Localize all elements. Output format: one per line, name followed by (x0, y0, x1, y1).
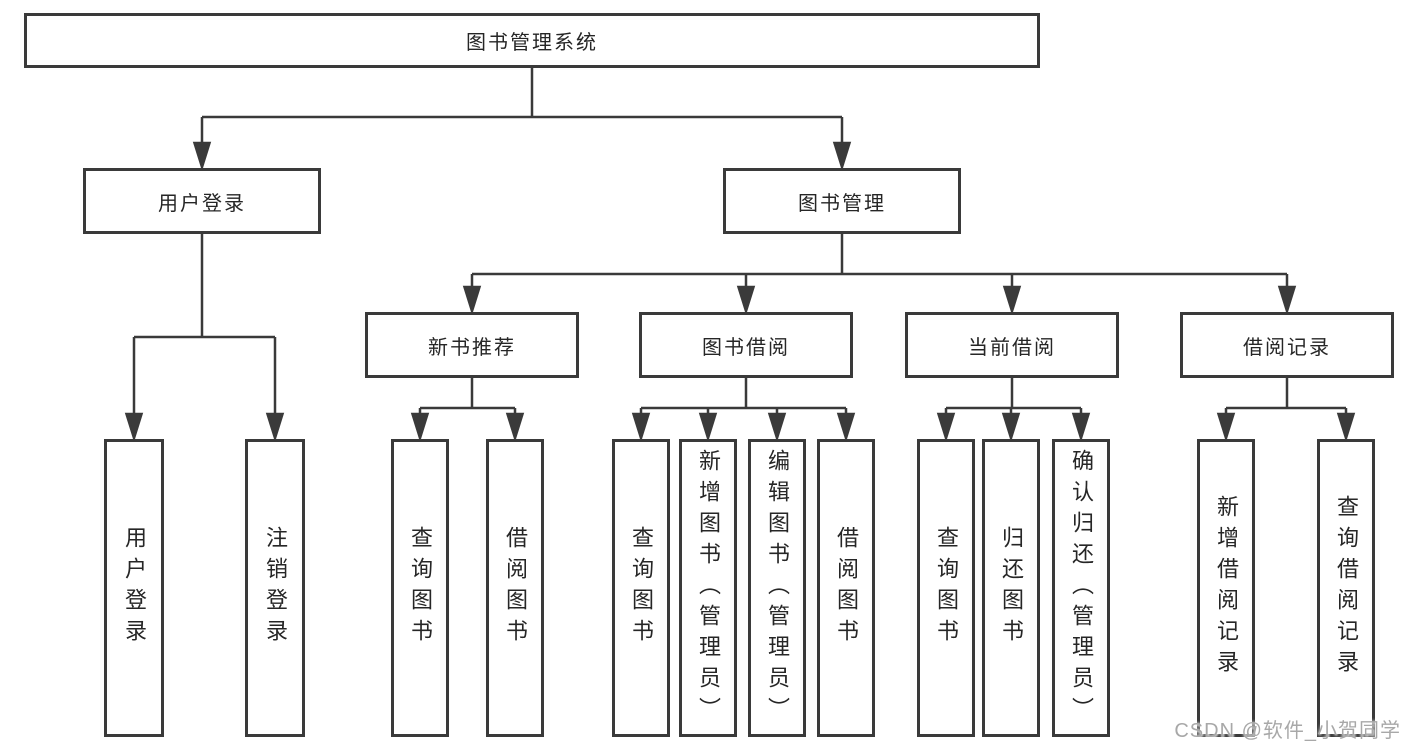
node-leaf-query-books-1-label: 查询图书 (408, 526, 433, 650)
node-leaf-edit-book-admin-label: 编辑图书（管理员） (765, 448, 790, 728)
connector-user-login-to-leaves (124, 234, 285, 443)
node-book-borrow: 图书借阅 (639, 312, 853, 378)
node-leaf-borrow-books-1: 借阅图书 (486, 439, 544, 737)
node-leaf-query-books-1: 查询图书 (391, 439, 449, 737)
node-leaf-query-books-2-label: 查询图书 (629, 526, 654, 650)
node-new-book-recommendation-label: 新书推荐 (428, 336, 516, 359)
connector-book-borrow-to-leaves (631, 378, 856, 443)
node-root: 图书管理系统 (24, 13, 1040, 68)
node-user-login: 用户登录 (83, 168, 321, 234)
node-leaf-query-books-2: 查询图书 (612, 439, 670, 737)
node-leaf-logout-label: 注销登录 (263, 526, 288, 650)
node-leaf-edit-book-admin: 编辑图书（管理员） (748, 439, 806, 737)
csdn-watermark: CSDN @软件_小贺同学 (1174, 720, 1401, 742)
node-leaf-confirm-return-admin-label: 确认归还（管理员） (1069, 448, 1094, 728)
node-leaf-query-borrow-record-label: 查询借阅记录 (1334, 495, 1359, 681)
node-leaf-add-borrow-record-label: 新增借阅记录 (1214, 495, 1239, 681)
node-leaf-add-borrow-record: 新增借阅记录 (1197, 439, 1255, 737)
node-new-book-recommendation: 新书推荐 (365, 312, 579, 378)
node-leaf-query-borrow-record: 查询借阅记录 (1317, 439, 1375, 737)
node-leaf-query-books-3-label: 查询图书 (934, 526, 959, 650)
node-leaf-query-books-3: 查询图书 (917, 439, 975, 737)
node-book-management-label: 图书管理 (798, 192, 886, 215)
node-book-borrow-label: 图书借阅 (702, 336, 790, 359)
node-leaf-return-books: 归还图书 (982, 439, 1040, 737)
connector-current-borrow-to-leaves (936, 378, 1091, 443)
node-leaf-return-books-label: 归还图书 (999, 526, 1024, 650)
connector-root-to-level2 (192, 68, 852, 172)
node-leaf-add-book-admin-label: 新增图书（管理员） (696, 448, 721, 728)
node-user-login-label: 用户登录 (158, 192, 246, 215)
connector-book-management-to-level3 (462, 234, 1297, 316)
node-leaf-user-login: 用户登录 (104, 439, 164, 737)
node-leaf-logout: 注销登录 (245, 439, 305, 737)
node-book-management: 图书管理 (723, 168, 961, 234)
node-leaf-confirm-return-admin: 确认归还（管理员） (1052, 439, 1110, 737)
node-leaf-user-login-label: 用户登录 (122, 526, 147, 650)
node-leaf-borrow-books-2: 借阅图书 (817, 439, 875, 737)
node-leaf-borrow-books-1-label: 借阅图书 (503, 526, 528, 650)
node-current-borrow: 当前借阅 (905, 312, 1119, 378)
node-current-borrow-label: 当前借阅 (968, 336, 1056, 359)
connector-borrow-records-to-leaves (1216, 378, 1356, 443)
node-borrow-records-label: 借阅记录 (1243, 336, 1331, 359)
connector-new-book-rec-to-leaves (410, 378, 525, 443)
node-leaf-borrow-books-2-label: 借阅图书 (834, 526, 859, 650)
node-root-label: 图书管理系统 (466, 32, 598, 54)
node-borrow-records: 借阅记录 (1180, 312, 1394, 378)
node-leaf-add-book-admin: 新增图书（管理员） (679, 439, 737, 737)
